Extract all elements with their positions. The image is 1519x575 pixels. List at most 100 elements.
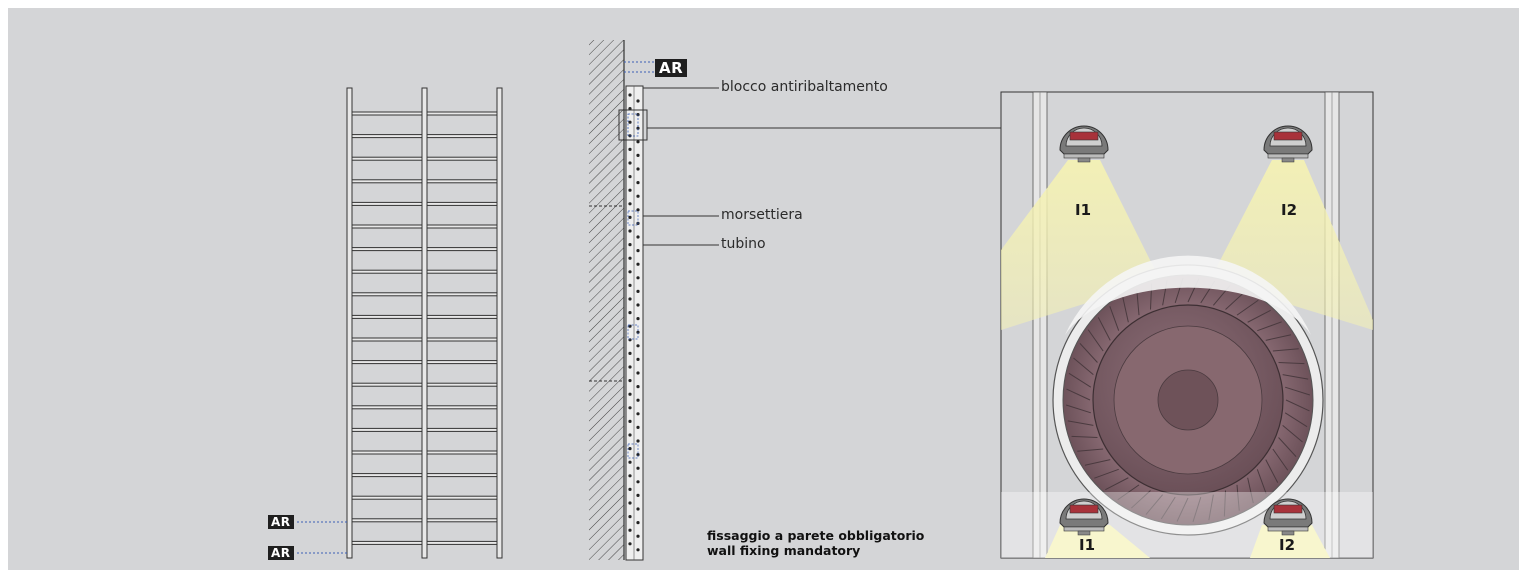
fixing-dot [636, 425, 640, 429]
fixing-dot [628, 93, 632, 97]
fan-fin [1122, 296, 1129, 323]
fixing-dot [636, 181, 640, 185]
fan-fin [1067, 420, 1094, 426]
fixing-dot [636, 507, 640, 511]
fan-fin [1272, 448, 1289, 471]
fixing-dot [636, 548, 640, 552]
rung [351, 337, 423, 342]
ar-badge-top: AR [655, 59, 688, 77]
fan-fin [1192, 497, 1202, 523]
lamp-mount [1077, 530, 1091, 536]
fan-fin [1247, 477, 1254, 504]
fixing-dot [628, 487, 632, 491]
rung [426, 495, 498, 500]
fixing-dot [628, 188, 632, 192]
fixing-dot [636, 249, 640, 253]
fixing-dot [628, 515, 632, 519]
fan-fin [1097, 317, 1111, 341]
rung [426, 518, 498, 523]
fixing-dot [628, 447, 632, 451]
fixing-dot [628, 433, 632, 437]
fan-fin [1071, 435, 1098, 439]
rung [351, 518, 423, 523]
fixing-dot [628, 215, 632, 219]
lamp-led [1273, 504, 1303, 514]
fixing-dot [636, 330, 640, 334]
fan-fin [1272, 348, 1299, 352]
front-elevation [297, 87, 503, 559]
fixing-dot [636, 99, 640, 103]
fan-fin [1073, 357, 1094, 376]
fixing-dot [628, 120, 632, 124]
lamp-mount [1077, 157, 1091, 163]
fan-fin [1109, 306, 1120, 331]
rung [426, 473, 498, 478]
callout-morsettiera: morsettiera [721, 207, 803, 223]
rung [426, 156, 498, 161]
side-section [589, 40, 1001, 561]
fixing-dot [636, 453, 640, 457]
lamp-label-top-right: I2 [1281, 201, 1298, 219]
fixing-dot [636, 262, 640, 266]
fan-fin [1117, 484, 1140, 501]
fan-fin [1131, 490, 1151, 509]
rung [426, 224, 498, 229]
ar-badge-left-2: AR [268, 546, 294, 560]
rung [426, 292, 498, 297]
rung [351, 314, 423, 319]
fixing-dot [628, 243, 632, 247]
fan-fin [1105, 477, 1129, 491]
note-line-1: fissaggio a parete obbligatorio [707, 528, 925, 543]
lamp-diffuser [1267, 526, 1309, 532]
fan-fin [1256, 469, 1267, 494]
fixing-dot [628, 419, 632, 423]
fan-fin [1079, 343, 1098, 363]
fixing-dot [636, 385, 640, 389]
rung [351, 269, 423, 274]
fan-fin [1278, 361, 1305, 365]
fan-fin [1282, 424, 1303, 443]
rung [351, 156, 423, 161]
lamp-mount [1281, 530, 1295, 536]
fixing-dot [636, 493, 640, 497]
fan-fin [1087, 329, 1104, 352]
lamp-diffuser [1063, 526, 1105, 532]
fixing-dot [628, 107, 632, 111]
fan-fin [1208, 494, 1214, 521]
fixing-dot [636, 412, 640, 416]
rung [426, 314, 498, 319]
rung [426, 201, 498, 206]
fixing-dot [636, 235, 640, 239]
rung [351, 473, 423, 478]
fixing-dot [636, 371, 640, 375]
fixing-dot [628, 147, 632, 151]
rung [351, 134, 423, 139]
rung [426, 134, 498, 139]
rung [426, 382, 498, 387]
fan-fin [1094, 468, 1119, 479]
fan-fin [1247, 309, 1271, 323]
lamp-diffuser [1063, 153, 1105, 159]
fan-fin [1176, 497, 1189, 522]
fixing-dot [628, 406, 632, 410]
lamp-label-bottom-left: I1 [1079, 536, 1096, 554]
rung [351, 292, 423, 297]
fan-fin [1285, 399, 1310, 412]
fan-fin [1257, 321, 1282, 332]
fixing-dot [636, 439, 640, 443]
fixing-dot [636, 521, 640, 525]
fixing-dot [628, 392, 632, 396]
rung [426, 269, 498, 274]
fixing-dot [628, 256, 632, 260]
rung [351, 201, 423, 206]
fan-fin [1282, 374, 1309, 380]
fixing-dot [628, 474, 632, 478]
fan-fin [1084, 459, 1111, 466]
rung [426, 337, 498, 342]
fan-fin [1136, 289, 1140, 316]
ar-badge-left-1: AR [268, 515, 294, 529]
rung [351, 382, 423, 387]
fixing-dot [636, 344, 640, 348]
rung [426, 247, 498, 252]
